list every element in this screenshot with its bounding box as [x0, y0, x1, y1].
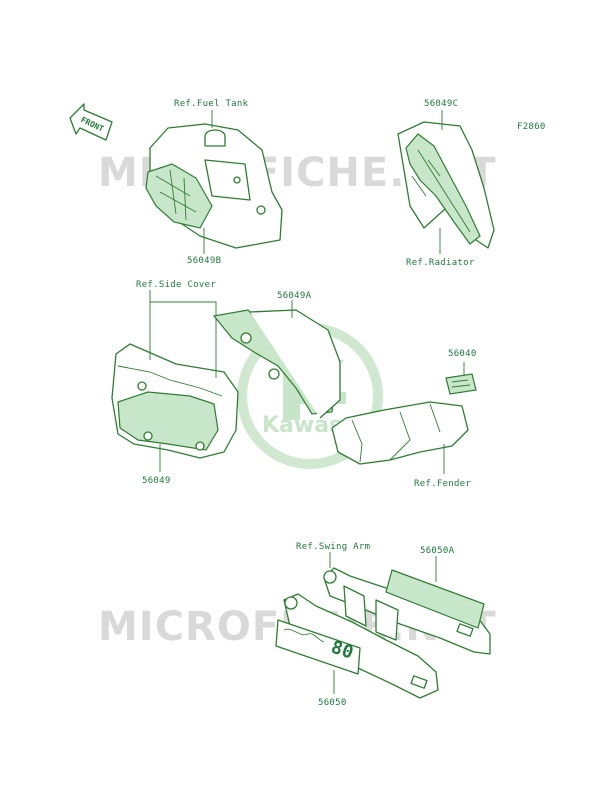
decal-56049A-group: 56049A [212, 291, 341, 419]
decal-56050 [275, 619, 361, 675]
decal-56049A-outline [249, 309, 341, 419]
decal-56049A-hole-rear [268, 368, 280, 380]
tank-filler-neck [204, 136, 226, 147]
decal-56049 [117, 391, 219, 451]
decal-56049A-hole [240, 332, 252, 344]
swing-arm-pivot-upper [323, 570, 337, 584]
decal-56040-group: 56040 [445, 349, 477, 395]
label-56049: 56049 [142, 476, 171, 486]
swing-arm-pivot-lower [284, 596, 298, 610]
decal-56050-script [283, 628, 325, 643]
swing-arm-group: 80 Ref.Swing Arm 56050A 56050 [275, 542, 491, 708]
radiator-group: 56049C Ref.Radiator [397, 99, 495, 268]
label-fuel-tank-ref: Ref.Fuel Tank [174, 99, 249, 109]
decal-56049B-graphic [155, 169, 197, 221]
front-arrow-icon [69, 103, 113, 141]
label-56049B: 56049B [187, 256, 221, 266]
chain-adjuster-lower [410, 675, 428, 689]
side-cover-hole [137, 381, 147, 391]
label-56050: 56050 [318, 698, 347, 708]
decal-56040 [445, 373, 477, 395]
tank-side-panel [204, 159, 251, 201]
leader-side-cover [149, 290, 217, 378]
side-cover-hole-rear [195, 441, 205, 451]
decal-56049-stripe [117, 365, 223, 397]
fuel-tank-group: Ref.Fuel Tank 56049B [145, 99, 283, 266]
decal-56040-text-lines [451, 379, 471, 388]
decal-56049C-graphic [411, 149, 471, 233]
label-56040: 56040 [448, 349, 477, 359]
figure-code: F2860 [517, 122, 546, 132]
label-56050A: 56050A [420, 546, 455, 556]
tank-mount-hole-lower [256, 205, 266, 215]
side-cover-hole-lower [143, 431, 153, 441]
label-56049A: 56049A [277, 291, 312, 301]
decal-56050A [385, 569, 485, 629]
chain-adjuster-upper [456, 623, 474, 637]
side-cover-group: Ref.Side Cover 56049 [111, 280, 239, 486]
fender-contour [351, 403, 441, 463]
rear-fender [331, 401, 469, 465]
fender-group: Ref.Fender [331, 401, 471, 489]
label-56049C: 56049C [424, 99, 458, 109]
tank-mount-hole [233, 176, 241, 184]
label-radiator-ref: Ref.Radiator [406, 258, 475, 268]
swing-arm-cross-member [343, 585, 399, 641]
label-fender-ref: Ref.Fender [414, 479, 471, 489]
label-side-cover-ref: Ref.Side Cover [136, 280, 216, 290]
front-arrow: FRONT [69, 103, 113, 141]
label-swing-arm-ref: Ref.Swing Arm [296, 542, 370, 552]
